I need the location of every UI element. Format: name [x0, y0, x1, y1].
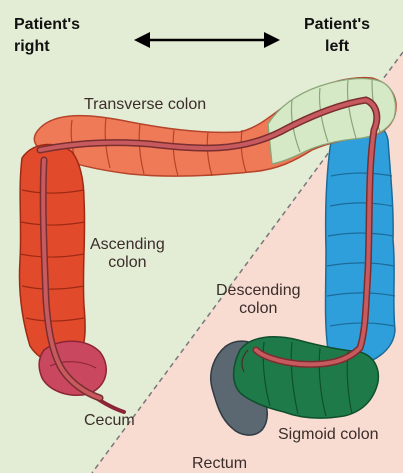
patient-right-heading-line2: right [14, 36, 80, 58]
descending-colon-label-line1: Descending [216, 282, 301, 300]
transverse-colon-label: Transverse colon [84, 96, 206, 114]
ascending-colon-label-line2: colon [90, 254, 165, 272]
rectum-label: Rectum [192, 455, 247, 473]
patient-left-heading-line1: Patient's [304, 14, 370, 36]
patient-right-heading: Patient's right [14, 14, 80, 57]
descending-colon [326, 120, 396, 365]
ascending-colon-label-line1: Ascending [90, 236, 165, 254]
cecum-label: Cecum [84, 412, 135, 430]
sigmoid-colon-label: Sigmoid colon [278, 426, 379, 444]
descending-colon-label: Descending colon [216, 282, 301, 319]
patient-right-heading-line1: Patient's [14, 14, 80, 36]
patient-left-heading: Patient's left [304, 14, 370, 57]
descending-colon-label-line2: colon [216, 300, 301, 318]
ascending-colon-label: Ascending colon [90, 236, 165, 273]
patient-left-heading-line2: left [304, 36, 370, 58]
